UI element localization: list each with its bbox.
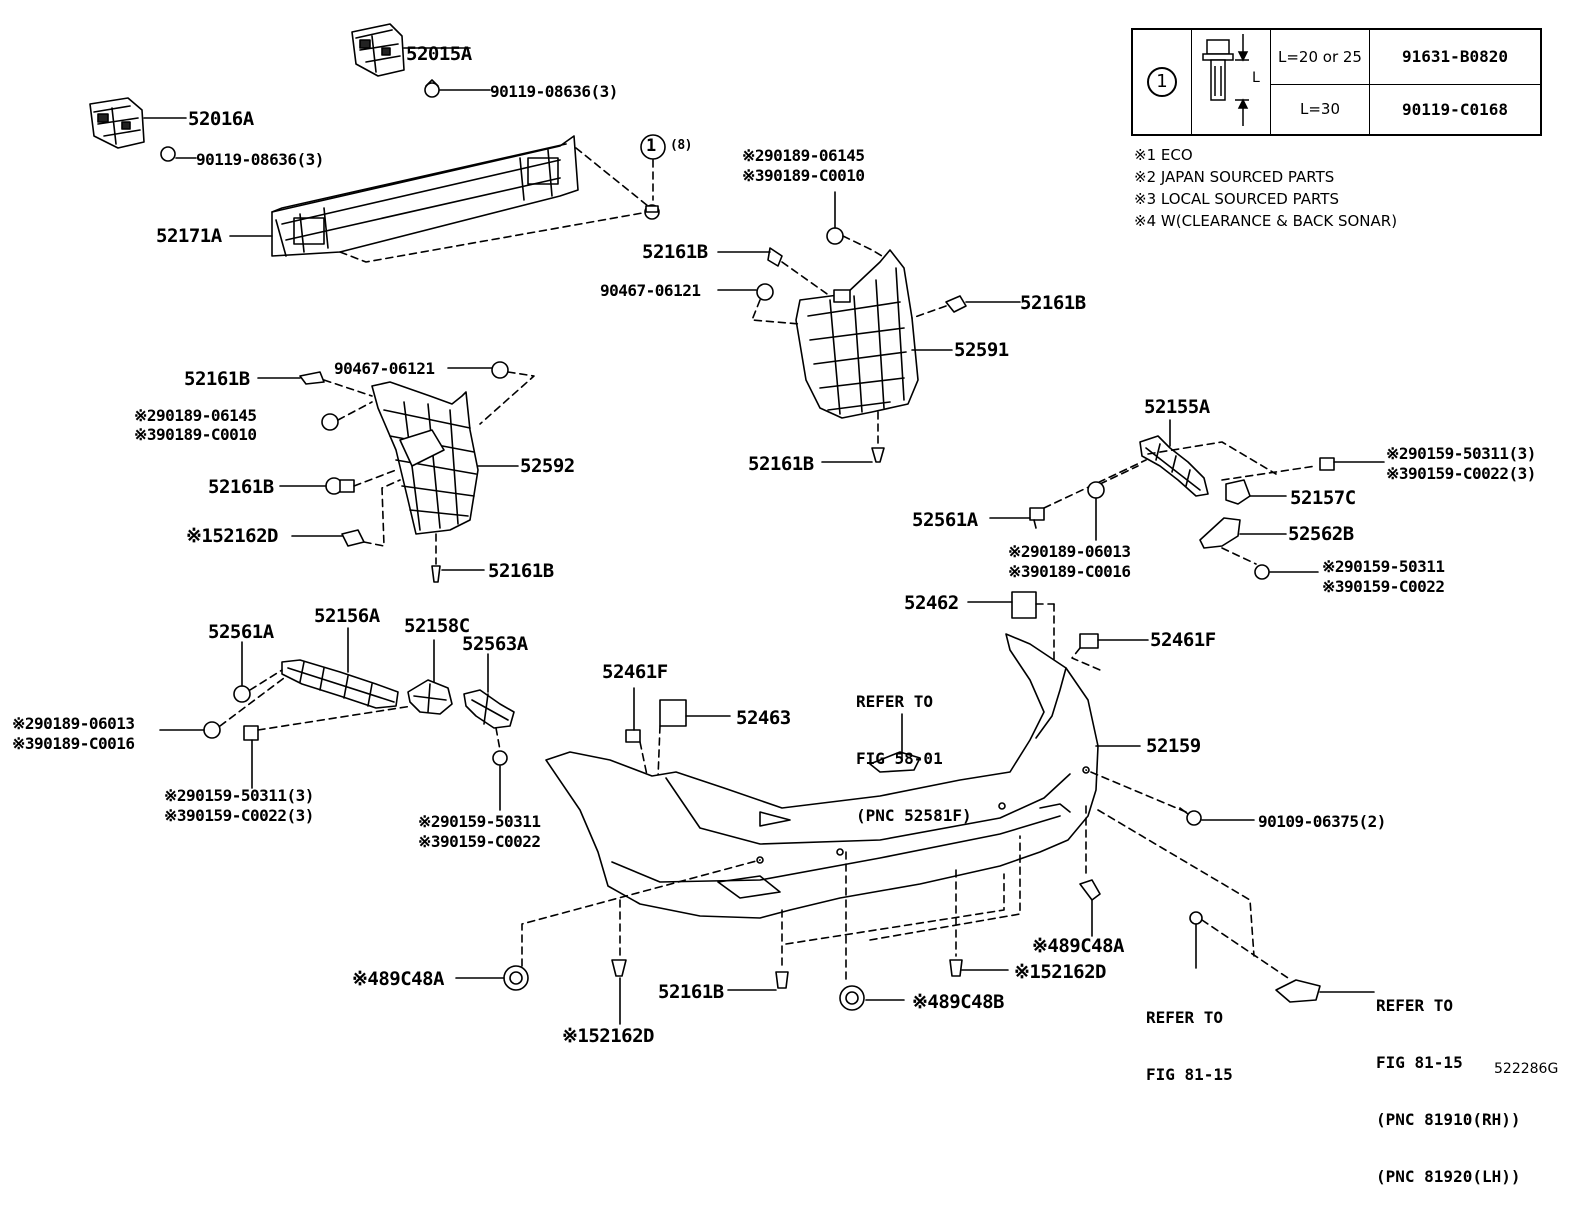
refer-fig-58-01: REFER TO FIG 58-01 (PNC 52581F) bbox=[856, 692, 972, 825]
part-label-bolt-l-a: ※290159-50311(3) bbox=[164, 786, 314, 805]
bracket-52016a-drawing bbox=[90, 98, 144, 148]
figure-id: 522286G bbox=[1494, 1061, 1559, 1077]
circle-number-mark: 1 bbox=[646, 136, 656, 156]
bracket-52015a-drawing bbox=[352, 24, 404, 76]
part-label-52016a: 52016A bbox=[188, 108, 254, 130]
retainer-52155a-drawing bbox=[1140, 436, 1208, 496]
refer-fig-81-15-a: REFER TO FIG 81-15 bbox=[1146, 1008, 1233, 1084]
part-label-52563a: 52563A bbox=[462, 633, 528, 655]
circle-quantity: (8) bbox=[670, 138, 692, 153]
part-label-52561a-r: 52561A bbox=[912, 509, 978, 531]
part-label-bolt-top-b: 90119-08636(3) bbox=[196, 150, 324, 169]
part-label-52461f-l: 52461F bbox=[602, 661, 668, 683]
part-label-nut-rh: 90467-06121 bbox=[600, 281, 701, 300]
part-label-52159: 52159 bbox=[1146, 735, 1201, 757]
part-label-52158c: 52158C bbox=[404, 615, 470, 637]
part-label-screw-l-a: ※290189-06013 bbox=[12, 714, 135, 733]
part-label-52171a: 52171A bbox=[156, 225, 222, 247]
part-label-52461f-r: 52461F bbox=[1150, 629, 1216, 651]
part-label-52562b: 52562B bbox=[1288, 523, 1354, 545]
part-label-nut-lh: 90467-06121 bbox=[334, 359, 435, 378]
part-label-52161b-lh-c: 52161B bbox=[488, 560, 554, 582]
note-japan-sourced: ※2 JAPAN SOURCED PARTS bbox=[1134, 168, 1335, 186]
part-label-screw-r-a: ※290189-06013 bbox=[1008, 542, 1131, 561]
dimension-label: L bbox=[1252, 70, 1260, 86]
part-label-screw-lh-b: ※390189-C0010 bbox=[134, 425, 257, 444]
part-label-52157c: 52157C bbox=[1290, 487, 1356, 509]
part-label-bolt-top-a: 90119-08636(3) bbox=[490, 82, 618, 101]
splash-shield-52591-drawing bbox=[796, 250, 918, 418]
part-label-52155a: 52155A bbox=[1144, 396, 1210, 418]
part-label-52161b-bottom: 52161B bbox=[658, 981, 724, 1003]
part-label-52015a: 52015A bbox=[406, 43, 472, 65]
part-label-52592: 52592 bbox=[520, 455, 575, 477]
note-clearance-sonar: ※4 W(CLEARANCE & BACK SONAR) bbox=[1134, 212, 1398, 230]
circle-number-icon: 1 bbox=[1147, 67, 1177, 97]
part-label-52161b-lh-a: 52161B bbox=[184, 368, 250, 390]
part-label-89c48a-right: ※489C48A bbox=[1032, 935, 1124, 957]
part-label-bolt-r2-a: ※290159-50311 bbox=[1322, 557, 1445, 576]
part-label-screw-l-b: ※390189-C0016 bbox=[12, 734, 135, 753]
part-label-screw-r-b: ※390189-C0016 bbox=[1008, 562, 1131, 581]
part-label-screw-rh-a: ※290189-06145 bbox=[742, 146, 865, 165]
part-label-52462: 52462 bbox=[904, 592, 959, 614]
bracket-52158c-drawing bbox=[408, 680, 452, 714]
part-label-52162d-center: ※152162D bbox=[1014, 961, 1106, 983]
part-label-89c48b: ※489C48B bbox=[912, 991, 1004, 1013]
part-label-90109: 90109-06375(2) bbox=[1258, 812, 1386, 831]
refer-fig-81-15-b: REFER TO FIG 81-15 (PNC 81910(RH)) (PNC … bbox=[1376, 996, 1521, 1186]
part-label-bolt-r-b: ※390159-C0022(3) bbox=[1386, 464, 1536, 483]
bolt-dimension-cell: L bbox=[1191, 28, 1271, 136]
fastener-legend-table: 1 L L=20 or 25 91631-B0820 L=30 90119-C0… bbox=[1131, 28, 1542, 136]
reinforcement-52171a-drawing bbox=[272, 136, 578, 256]
mark-3: ※3 bbox=[742, 166, 765, 185]
part-label-bolt-l2-a: ※290159-50311 bbox=[418, 812, 541, 831]
retainer-52156a-drawing bbox=[282, 660, 398, 708]
part-label-52161b-rh-a: 52161B bbox=[642, 241, 708, 263]
bumper-parts-diagram bbox=[0, 0, 1592, 1099]
part-label-screw-lh-a: ※290189-06145 bbox=[134, 406, 257, 425]
legend-length-1: L=20 or 25 bbox=[1270, 28, 1370, 85]
part-label-bolt-r-a: ※290159-50311(3) bbox=[1386, 444, 1536, 463]
note-eco: ※1 ECO bbox=[1134, 146, 1193, 164]
mark-2: ※2 bbox=[742, 146, 765, 165]
part-label-52591: 52591 bbox=[954, 339, 1009, 361]
bracket-52563a-drawing bbox=[464, 690, 514, 728]
part-label-52561a-l: 52561A bbox=[208, 621, 274, 643]
part-label-bolt-r2-b: ※390159-C0022 bbox=[1322, 577, 1445, 596]
part-label-screw-rh-b: ※390189-C0010 bbox=[742, 166, 865, 185]
part-label-52463: 52463 bbox=[736, 707, 791, 729]
part-label-89c48a-left: ※489C48A bbox=[352, 968, 444, 990]
bumper-cover-52159-drawing bbox=[546, 634, 1098, 918]
part-label-52161b-rh-b: 52161B bbox=[1020, 292, 1086, 314]
splash-shield-52592-drawing bbox=[372, 382, 478, 534]
note-local-sourced: ※3 LOCAL SOURCED PARTS bbox=[1134, 190, 1339, 208]
legend-part-2: 90119-C0168 bbox=[1369, 83, 1542, 136]
legend-symbol-cell: 1 bbox=[1131, 28, 1192, 136]
legend-part-1: 91631-B0820 bbox=[1369, 28, 1542, 85]
legend-length-2: L=30 bbox=[1270, 83, 1370, 136]
part-label-52161b-rh-c: 52161B bbox=[748, 453, 814, 475]
bolt-dimension-icon bbox=[1193, 30, 1269, 130]
part-label-52161b-lh-b: 52161B bbox=[208, 476, 274, 498]
part-label-52156a: 52156A bbox=[314, 605, 380, 627]
part-label-bolt-l2-b: ※390159-C0022 bbox=[418, 832, 541, 851]
part-label-52162d-lh: ※152162D bbox=[186, 525, 278, 547]
part-label-52162d-bottom: ※152162D bbox=[562, 1025, 654, 1047]
part-label-bolt-l-b: ※390159-C0022(3) bbox=[164, 806, 314, 825]
